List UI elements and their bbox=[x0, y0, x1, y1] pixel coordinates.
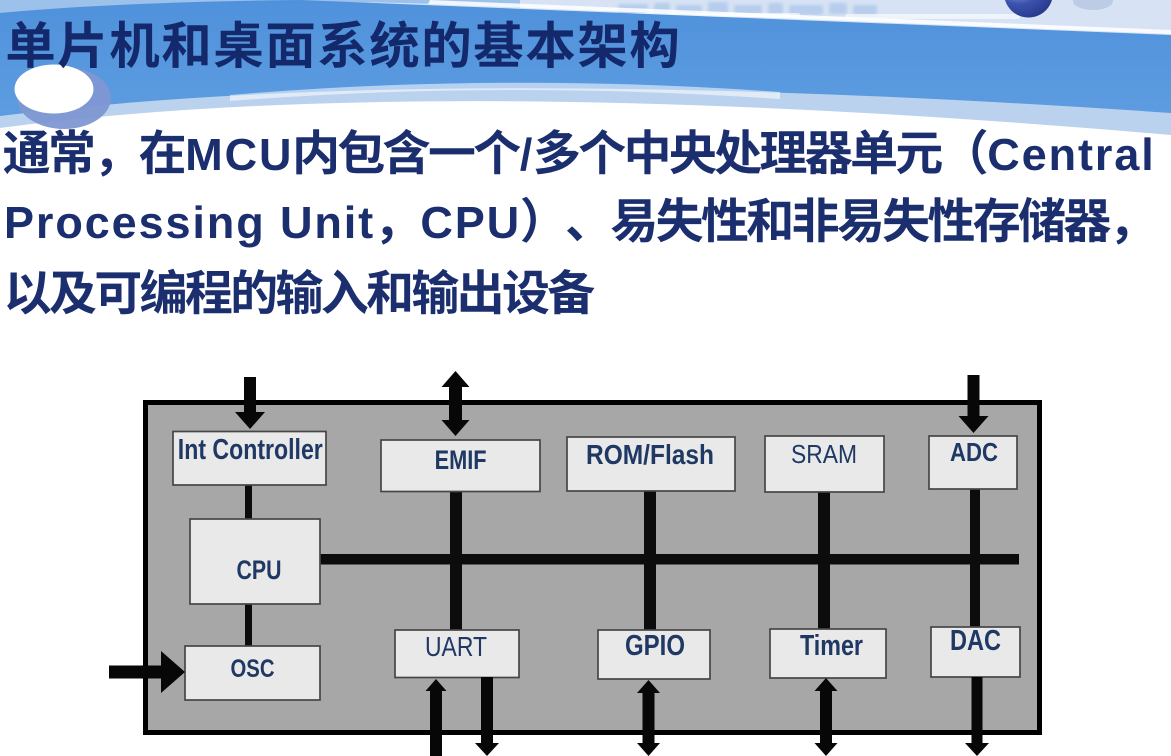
svg-text:OSC: OSC bbox=[231, 655, 275, 683]
svg-text:ROM/Flash: ROM/Flash bbox=[586, 439, 714, 470]
svg-text:Timer: Timer bbox=[800, 630, 863, 662]
svg-text:Int Controller: Int Controller bbox=[178, 434, 323, 466]
svg-text:UART: UART bbox=[425, 631, 487, 662]
svg-text:EMIF: EMIF bbox=[435, 445, 487, 475]
svg-text:ADC: ADC bbox=[950, 437, 998, 467]
svg-text:SRAM: SRAM bbox=[791, 439, 857, 469]
svg-text:GPIO: GPIO bbox=[625, 630, 685, 662]
svg-text:DAC: DAC bbox=[950, 625, 1001, 657]
svg-text:CPU: CPU bbox=[237, 555, 282, 585]
